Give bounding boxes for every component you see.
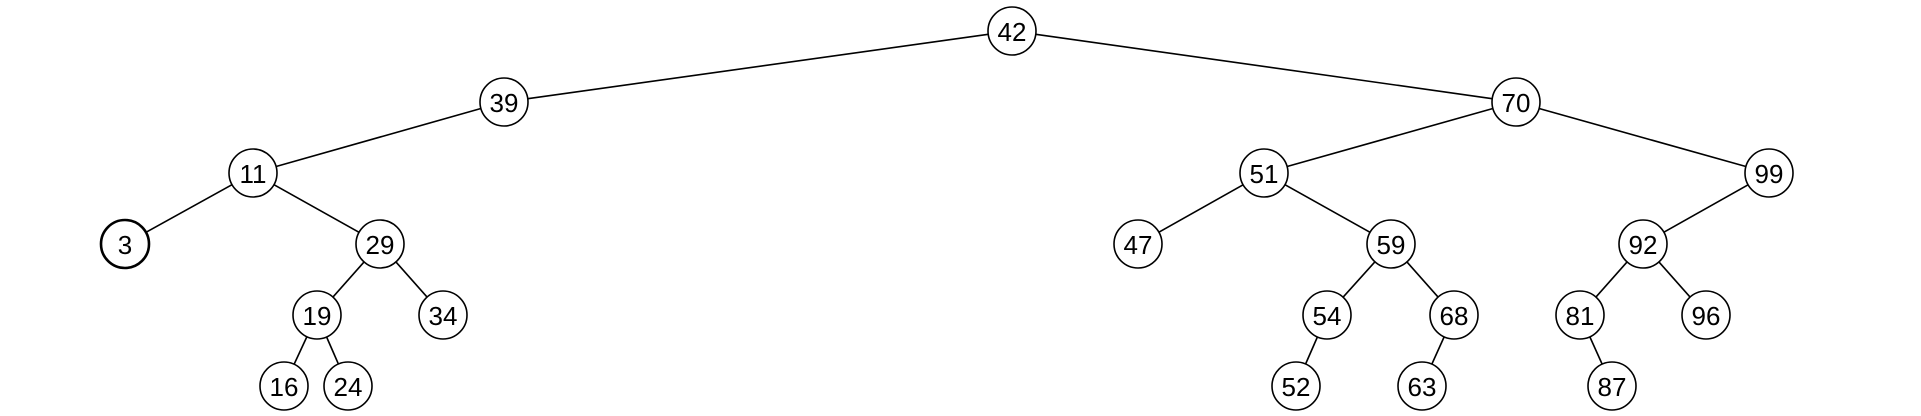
tree-node-63: 63: [1397, 361, 1447, 411]
node-label: 87: [1598, 372, 1627, 402]
edge-70-51: [1286, 107, 1494, 168]
edge-19-24: [325, 336, 340, 365]
node-label: 99: [1755, 159, 1784, 189]
tree-node-47: 47: [1113, 219, 1163, 269]
node-label: 16: [270, 372, 299, 402]
tree-node-29: 29: [355, 219, 405, 269]
edge-42-39: [527, 33, 989, 100]
tree-node-96: 96: [1681, 290, 1731, 340]
node-circle: [99, 218, 151, 270]
tree-node-52: 52: [1271, 361, 1321, 411]
edge-99-92: [1663, 184, 1749, 233]
node-circle: [1744, 148, 1794, 198]
node-label: 11: [240, 159, 267, 189]
edge-51-47: [1158, 184, 1244, 233]
edge-29-19: [332, 261, 365, 298]
edge-19-16: [293, 336, 308, 365]
node-circle: [987, 6, 1037, 56]
node-circle: [355, 219, 405, 269]
node-circle: [1302, 290, 1352, 340]
node-circle: [323, 361, 373, 411]
tree-node-92: 92: [1618, 219, 1668, 269]
tree-node-59: 59: [1366, 219, 1416, 269]
node-label: 68: [1440, 301, 1469, 331]
node-circle: [259, 361, 309, 411]
node-label: 59: [1377, 230, 1406, 260]
tree-nodes: 3 16 24 19 34 29 11 39 47 52 54 63 68 59 51 87 81 96 92 99 7…: [99, 6, 1794, 411]
node-circle: [1491, 77, 1541, 127]
tree-node-34: 34: [418, 290, 468, 340]
node-label: 34: [429, 301, 458, 331]
edge-51-59: [1284, 184, 1371, 233]
node-circle: [1681, 290, 1731, 340]
tree-node-81: 81: [1555, 290, 1605, 340]
tree-node-3: 3: [99, 218, 151, 270]
tree-node-24: 24: [323, 361, 373, 411]
edge-70-99: [1538, 107, 1747, 168]
edge-42-70: [1035, 33, 1493, 100]
node-circle: [228, 148, 278, 198]
edge-11-29: [273, 184, 360, 233]
node-circle: [479, 77, 529, 127]
edge-39-11: [275, 107, 482, 168]
tree-node-19: 19: [292, 290, 342, 340]
tree-edges: [145, 33, 1749, 365]
edge-54-52: [1304, 336, 1319, 365]
node-circle: [1239, 148, 1289, 198]
tree-node-39: 39: [479, 77, 529, 127]
node-circle: [1429, 290, 1479, 340]
tree-node-70: 70: [1491, 77, 1541, 127]
tree-node-87: 87: [1587, 361, 1637, 411]
tree-node-42: 42: [987, 6, 1037, 56]
node-label: 96: [1692, 301, 1721, 331]
tree-node-99: 99: [1744, 148, 1794, 198]
node-label: 92: [1629, 230, 1658, 260]
node-label: 81: [1566, 301, 1595, 331]
edge-92-81: [1595, 261, 1628, 298]
tree-node-68: 68: [1429, 290, 1479, 340]
node-label: 63: [1408, 372, 1437, 402]
node-circle: [418, 290, 468, 340]
edge-29-34: [395, 261, 428, 298]
edge-59-54: [1342, 261, 1376, 298]
edge-81-87: [1589, 336, 1603, 365]
node-circle: [292, 290, 342, 340]
node-label: 52: [1282, 372, 1311, 402]
tree-node-51: 51: [1239, 148, 1289, 198]
edge-11-3: [145, 183, 233, 234]
node-circle: [1113, 219, 1163, 269]
node-label: 3: [118, 230, 132, 260]
node-circle: [1397, 361, 1447, 411]
node-circle: [1366, 219, 1416, 269]
tree-node-11: 11: [228, 148, 278, 198]
node-circle: [1618, 219, 1668, 269]
node-label: 19: [303, 301, 332, 331]
node-label: 51: [1250, 159, 1279, 189]
node-circle: [1271, 361, 1321, 411]
node-label: 42: [998, 17, 1027, 47]
node-label: 70: [1502, 88, 1531, 118]
node-label: 24: [334, 372, 363, 402]
node-circle: [1587, 361, 1637, 411]
node-label: 54: [1313, 301, 1342, 331]
tree-node-54: 54: [1302, 290, 1352, 340]
edge-92-96: [1658, 261, 1691, 298]
edge-59-68: [1406, 261, 1439, 298]
node-circle: [1555, 290, 1605, 340]
node-label: 47: [1124, 230, 1153, 260]
tree-node-16: 16: [259, 361, 309, 411]
node-label: 39: [490, 88, 519, 118]
node-label: 29: [366, 230, 395, 260]
edge-68-63: [1431, 336, 1445, 365]
